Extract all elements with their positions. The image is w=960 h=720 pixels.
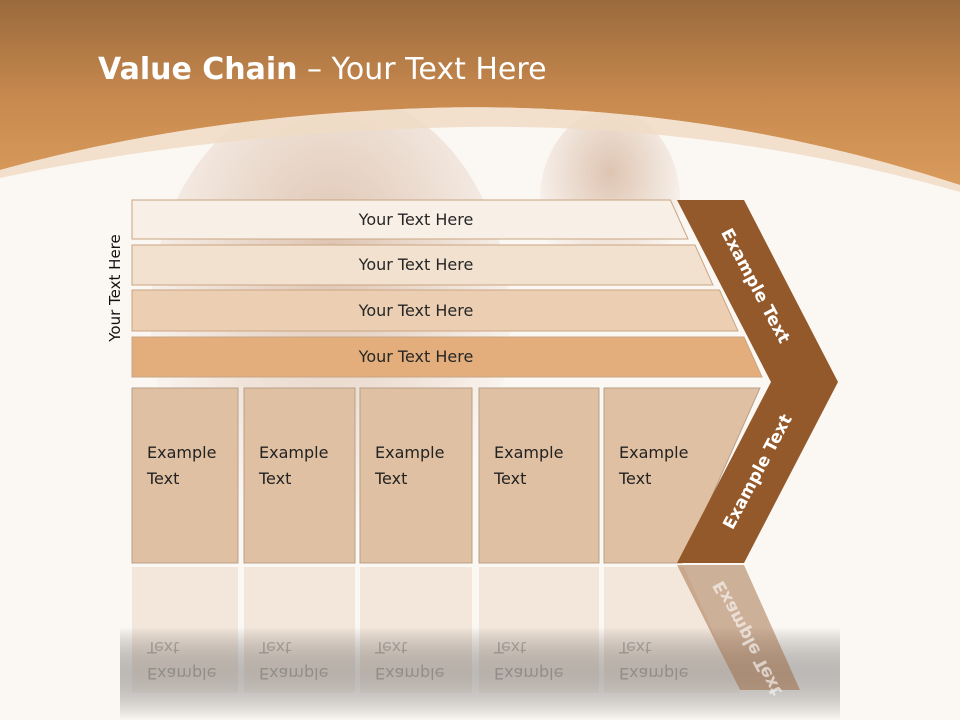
activity-row — [131, 199, 689, 240]
column-label-line1: Example — [375, 443, 445, 462]
slide-title: Value Chain – Your Text Here — [98, 52, 547, 87]
header-curve — [0, 107, 960, 192]
column-reflection-line2: Text — [375, 638, 408, 657]
activity-row-label: Your Text Here — [358, 347, 474, 366]
column-reflection-line2: Text — [259, 638, 292, 657]
reflection-fade — [120, 565, 840, 720]
activity-row-label: Your Text Here — [358, 255, 474, 274]
column-reflection-line1: Example — [494, 664, 564, 683]
column-reflection-line1: Example — [259, 664, 329, 683]
activity-row — [131, 336, 763, 378]
margin-arrow — [677, 200, 838, 563]
column-label-line2: Text — [494, 469, 527, 488]
column-label-line2: Text — [147, 469, 180, 488]
title-rest: – Your Text Here — [297, 52, 547, 87]
column-reflection-line1: Example — [375, 664, 445, 683]
primary-activity-column — [359, 387, 473, 564]
activity-row — [131, 289, 739, 332]
column-label-line1: Example — [259, 443, 329, 462]
column-label-line2: Text — [259, 469, 292, 488]
column-reflection-line2: Text — [619, 638, 652, 657]
activity-row — [131, 244, 714, 286]
column-reflection-line1: Example — [619, 664, 689, 683]
column-reflection-line1: Example — [147, 664, 217, 683]
activity-row-label: Your Text Here — [358, 300, 474, 320]
title-bold: Value Chain — [98, 52, 298, 87]
header-band — [0, 0, 960, 185]
column-label-line2: Text — [375, 469, 408, 488]
column-label-line1: Example — [147, 443, 217, 462]
activity-row-label: Your Text Here — [358, 209, 474, 229]
column-label-line1: Example — [619, 443, 689, 462]
margin-arrow-reflection — [677, 565, 800, 690]
column-reflection-line2: Text — [147, 638, 180, 657]
primary-activity-column — [243, 387, 356, 564]
primary-activity-column — [478, 387, 600, 564]
column-label-line1: Example — [494, 443, 564, 462]
column-reflection-line2: Text — [494, 638, 527, 657]
column-label-line2: Text — [619, 469, 652, 488]
primary-activity-column — [131, 387, 239, 564]
